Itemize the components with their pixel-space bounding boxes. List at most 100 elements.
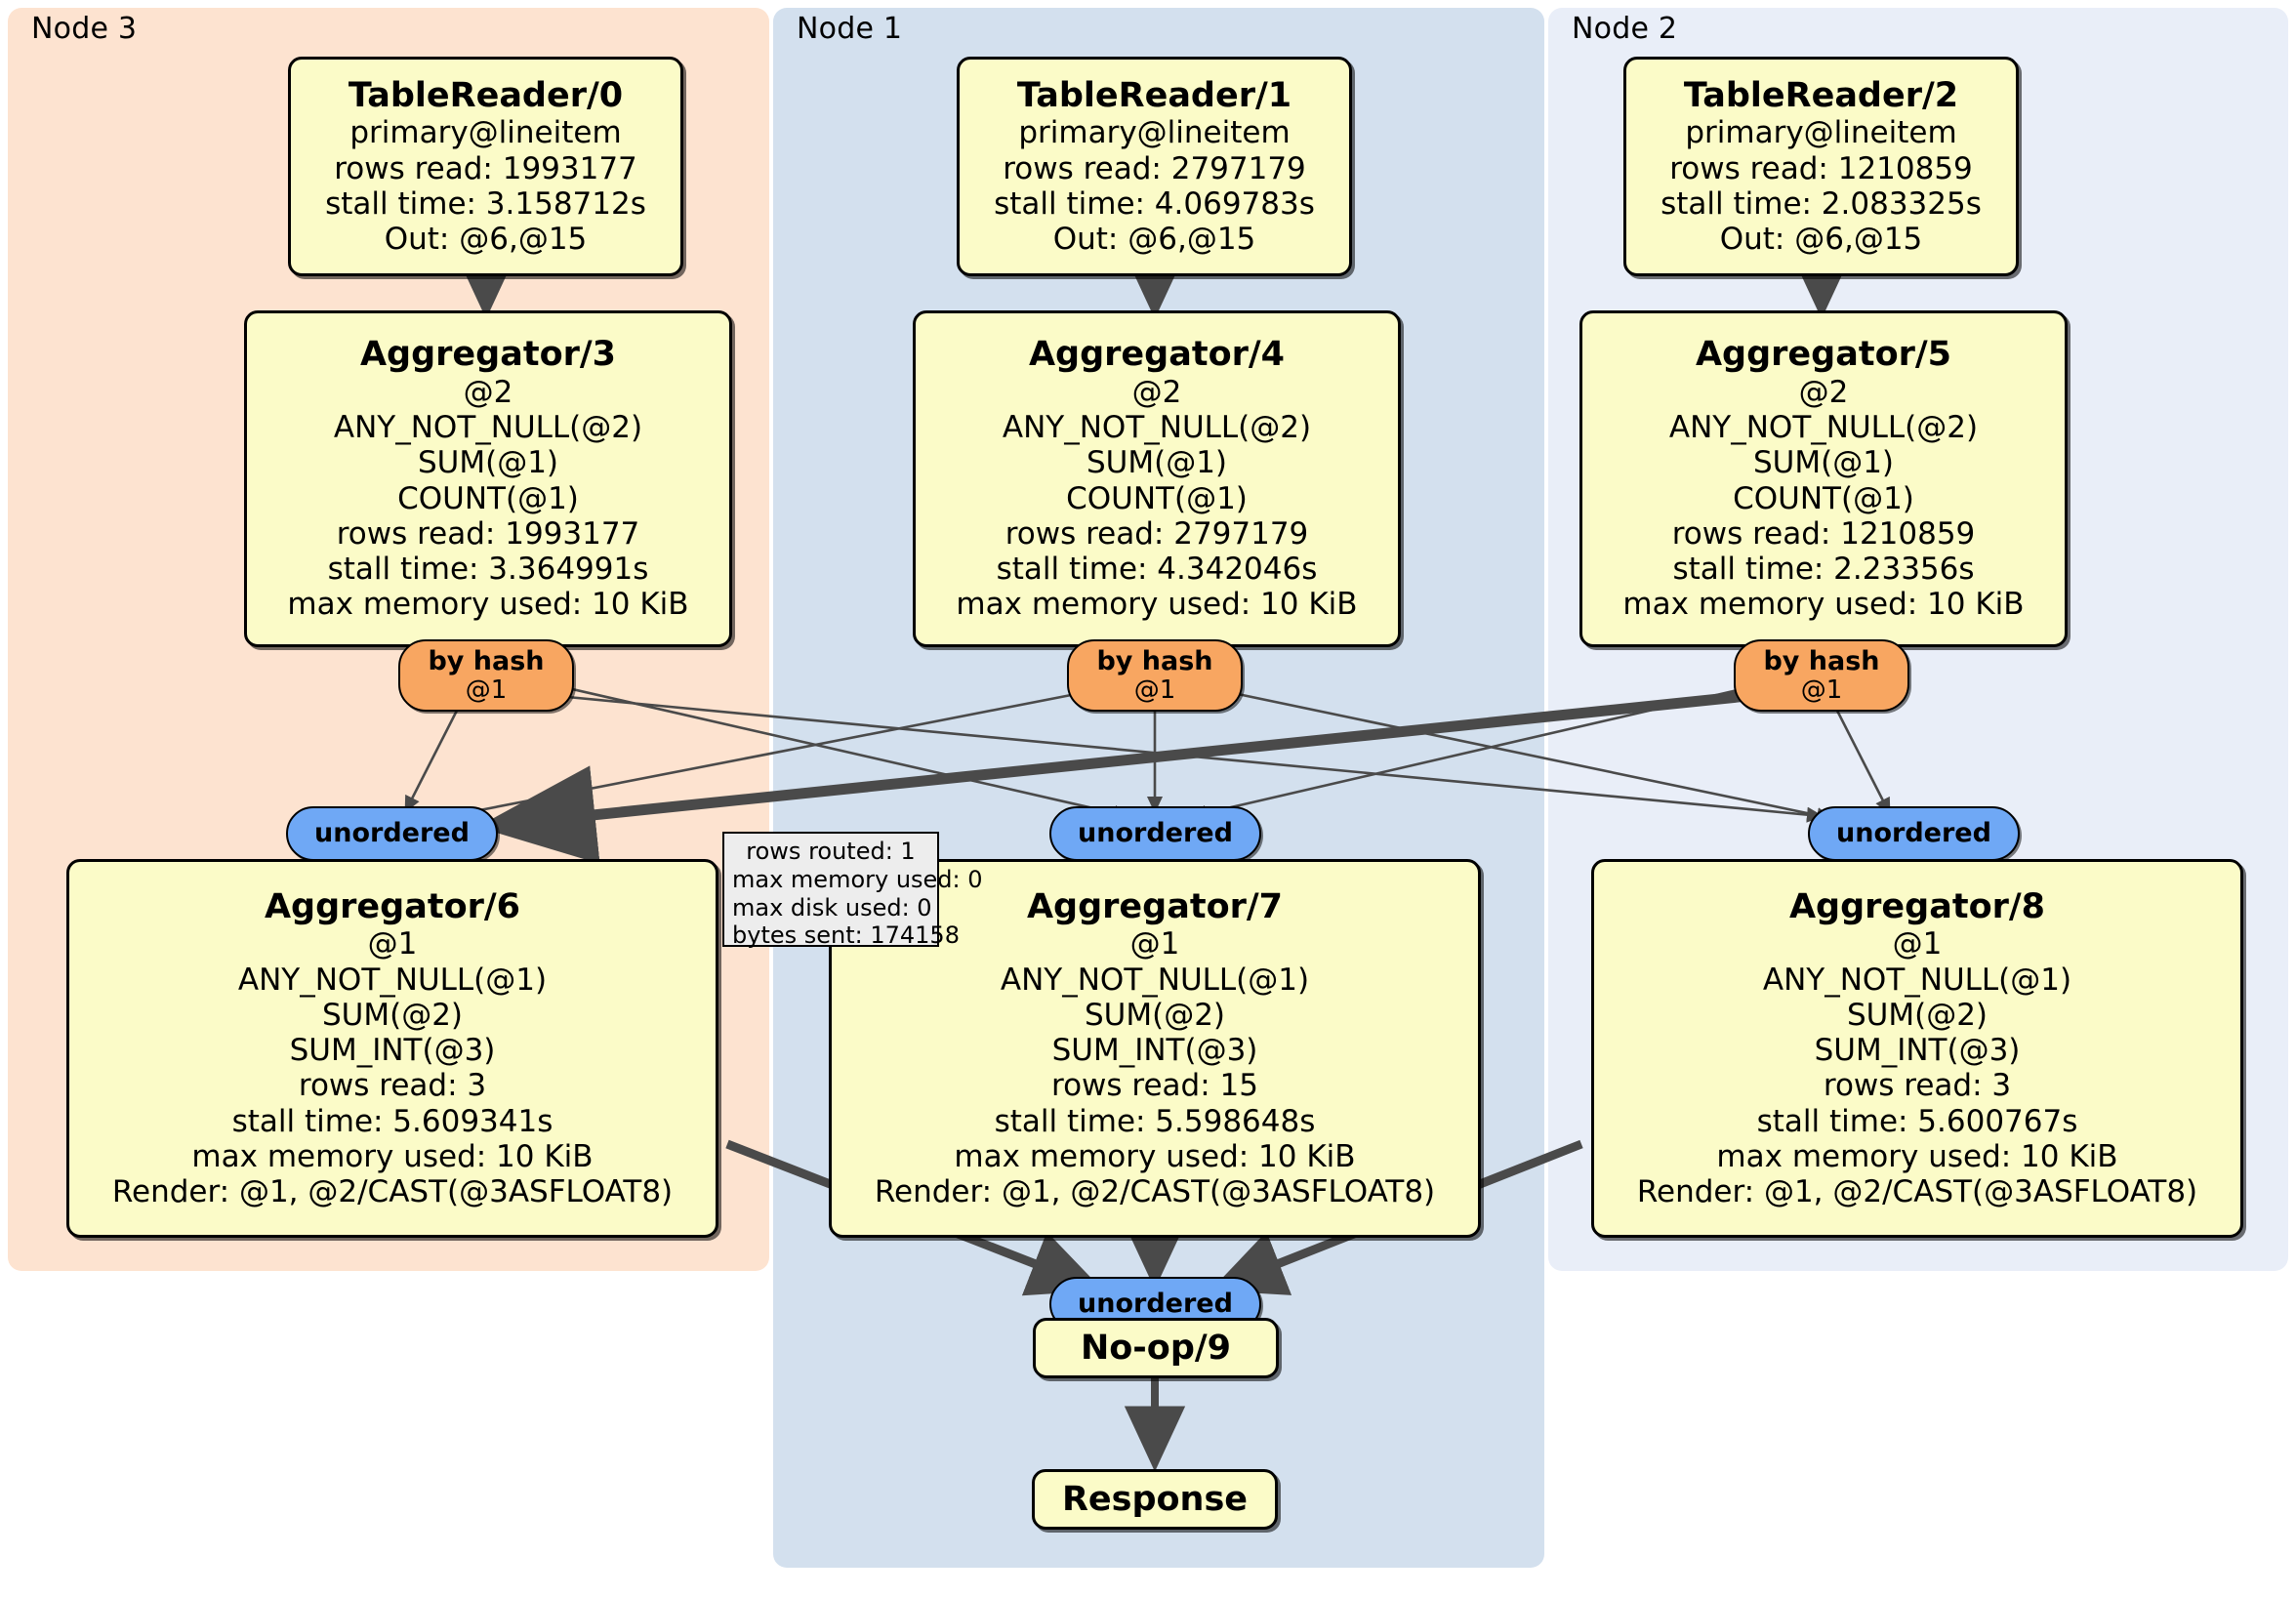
hash-router-4[interactable]: by hash @1 [1067, 639, 1243, 712]
node-line: rows read: 1993177 [336, 515, 640, 552]
node-line: stall time: 2.23356s [1672, 552, 1975, 588]
unordered-synchronizer-6[interactable]: unordered [286, 806, 498, 861]
node-line: max memory used: 10 KiB [191, 1138, 594, 1174]
node-title: Aggregator/5 [1695, 335, 1952, 375]
hash-router-label: by hash [1096, 646, 1213, 677]
cluster-label-node-2: Node 2 [1572, 12, 1678, 46]
aggregator-8[interactable]: Aggregator/8 @1 ANY_NOT_NULL(@1) SUM(@2)… [1591, 859, 2243, 1238]
node-title: TableReader/2 [1683, 75, 1959, 115]
node-title: Aggregator/8 [1788, 886, 2046, 926]
unordered-label: unordered [314, 818, 470, 849]
node-line: Out: @6,@15 [384, 222, 588, 258]
tooltip-line: max memory used: 0 [732, 865, 983, 893]
node-line: max memory used: 10 KiB [1716, 1138, 2118, 1174]
node-title: TableReader/0 [348, 75, 624, 115]
node-line: rows read: 15 [1051, 1068, 1258, 1104]
node-line: stall time: 2.083325s [1660, 185, 1982, 222]
node-line: stall time: 4.342046s [996, 552, 1318, 588]
hash-router-label: by hash [428, 646, 545, 677]
node-line: rows read: 3 [298, 1068, 487, 1104]
node-title: TableReader/1 [1016, 75, 1292, 115]
hash-router-sublabel: @1 [465, 675, 508, 705]
node-line: SUM_INT(@3) [289, 1033, 496, 1069]
node-line: Render: @1, @2/CAST(@3ASFLOAT8) [111, 1174, 674, 1210]
node-title: Aggregator/4 [1028, 335, 1286, 375]
node-line: @1 [1129, 926, 1180, 962]
node-line: COUNT(@1) [397, 480, 579, 516]
edge-stats-tooltip: rows routed: 1 max memory used: 0 max di… [722, 832, 983, 950]
node-line: ANY_NOT_NULL(@1) [237, 962, 548, 998]
node-line: stall time: 3.364991s [327, 552, 649, 588]
node-line: SUM(@1) [417, 445, 559, 481]
node-line: SUM(@2) [1084, 997, 1226, 1033]
node-line: stall time: 4.069783s [994, 185, 1315, 222]
node-title: Aggregator/3 [359, 335, 617, 375]
node-line: SUM_INT(@3) [1051, 1033, 1258, 1069]
node-line: SUM(@2) [321, 997, 464, 1033]
tooltip-line: bytes sent: 174158 [732, 921, 960, 950]
node-line: rows read: 1993177 [334, 150, 637, 186]
hash-router-sublabel: @1 [1133, 675, 1176, 705]
node-line: primary@lineitem [1018, 115, 1291, 151]
cluster-label-node-3: Node 3 [31, 12, 138, 46]
node-title: Aggregator/7 [1026, 886, 1284, 926]
node-line: max memory used: 10 KiB [954, 1138, 1356, 1174]
node-title: Aggregator/6 [264, 886, 521, 926]
node-line: stall time: 5.609341s [231, 1103, 554, 1139]
node-line: @2 [463, 374, 513, 410]
hash-router-5[interactable]: by hash @1 [1734, 639, 1909, 712]
node-line: max memory used: 10 KiB [1622, 587, 2025, 623]
unordered-label: unordered [1836, 818, 1991, 849]
node-line: SUM(@1) [1752, 445, 1895, 481]
node-line: Out: @6,@15 [1719, 222, 1923, 258]
node-line: ANY_NOT_NULL(@2) [1668, 410, 1979, 446]
tooltip-line: max disk used: 0 [732, 893, 932, 921]
node-line: @2 [1798, 374, 1849, 410]
no-op-9[interactable]: No-op/9 [1033, 1318, 1279, 1378]
aggregator-6[interactable]: Aggregator/6 @1 ANY_NOT_NULL(@1) SUM(@2)… [66, 859, 718, 1238]
node-line: ANY_NOT_NULL(@2) [1002, 410, 1312, 446]
node-line: stall time: 5.600767s [1756, 1103, 2078, 1139]
unordered-synchronizer-7[interactable]: unordered [1049, 806, 1261, 861]
tooltip-line: rows routed: 1 [746, 838, 916, 865]
node-line: @1 [367, 926, 418, 962]
table-reader-0[interactable]: TableReader/0 primary@lineitem rows read… [288, 57, 683, 276]
node-line: @2 [1131, 374, 1182, 410]
node-line: ANY_NOT_NULL(@1) [1000, 962, 1310, 998]
node-line: stall time: 5.598648s [994, 1103, 1316, 1139]
node-line: rows read: 2797179 [1004, 515, 1309, 552]
node-line: stall time: 3.158712s [325, 185, 646, 222]
node-line: ANY_NOT_NULL(@2) [333, 410, 643, 446]
hash-router-sublabel: @1 [1800, 675, 1843, 705]
node-line: rows read: 1210859 [1669, 150, 1973, 186]
hash-router-label: by hash [1763, 646, 1880, 677]
table-reader-2[interactable]: TableReader/2 primary@lineitem rows read… [1623, 57, 2019, 276]
aggregator-3[interactable]: Aggregator/3 @2 ANY_NOT_NULL(@2) SUM(@1)… [244, 310, 732, 647]
node-line: rows read: 2797179 [1003, 150, 1306, 186]
node-line: COUNT(@1) [1066, 480, 1248, 516]
table-reader-1[interactable]: TableReader/1 primary@lineitem rows read… [957, 57, 1352, 276]
node-line: Render: @1, @2/CAST(@3ASFLOAT8) [874, 1174, 1436, 1210]
node-line: rows read: 1210859 [1671, 515, 1976, 552]
node-line: primary@lineitem [1685, 115, 1957, 151]
node-line: SUM(@1) [1086, 445, 1228, 481]
node-line: @1 [1892, 926, 1943, 962]
node-line: ANY_NOT_NULL(@1) [1762, 962, 2072, 998]
unordered-synchronizer-8[interactable]: unordered [1808, 806, 2020, 861]
node-line: COUNT(@1) [1733, 480, 1914, 516]
aggregator-5[interactable]: Aggregator/5 @2 ANY_NOT_NULL(@2) SUM(@1)… [1579, 310, 2068, 647]
unordered-label: unordered [1078, 1289, 1233, 1320]
node-line: SUM(@2) [1846, 997, 1988, 1033]
cluster-label-node-1: Node 1 [797, 12, 903, 46]
node-line: max memory used: 10 KiB [287, 587, 689, 623]
node-line: rows read: 3 [1823, 1068, 2012, 1104]
node-title: No-op/9 [1080, 1328, 1232, 1368]
node-line: Out: @6,@15 [1052, 222, 1256, 258]
node-line: Render: @1, @2/CAST(@3ASFLOAT8) [1636, 1174, 2198, 1210]
node-line: primary@lineitem [349, 115, 622, 151]
aggregator-4[interactable]: Aggregator/4 @2 ANY_NOT_NULL(@2) SUM(@1)… [913, 310, 1401, 647]
unordered-label: unordered [1078, 818, 1233, 849]
node-line: max memory used: 10 KiB [956, 587, 1358, 623]
hash-router-3[interactable]: by hash @1 [398, 639, 574, 712]
response-node[interactable]: Response [1032, 1469, 1278, 1530]
